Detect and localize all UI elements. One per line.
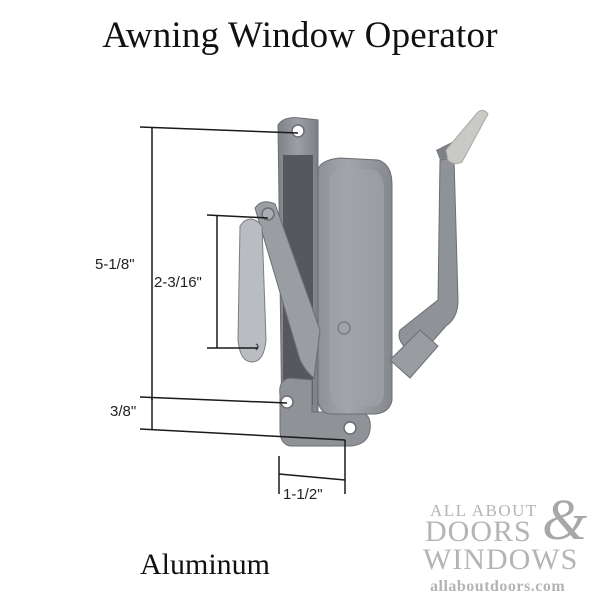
logo-line-all-about: ALL ABOUT [430, 501, 538, 520]
logo-ampersand: & [542, 487, 588, 552]
dimension-lines [139, 126, 346, 494]
crank-knob [445, 109, 489, 165]
operator-illustration [237, 109, 489, 447]
material-label: Aluminum [140, 548, 271, 581]
dimension-bottom-hole-offset: 3/8" [110, 403, 137, 420]
product-title: Awning Window Operator [102, 15, 498, 56]
dimension-arm-hole-spacing: 2-3/16" [154, 274, 202, 291]
dimension-base-width: 1-1/2" [283, 486, 323, 503]
dimension-overall-height: 5-1/8" [95, 256, 135, 273]
logo-line-doors: DOORS [425, 515, 532, 548]
top-mounting-hole [291, 124, 305, 138]
logo-line-windows: WINDOWS [423, 543, 579, 576]
bottom-right-hole [343, 421, 357, 435]
bottom-left-hole [280, 395, 294, 409]
logo-website: allaboutdoors.com [430, 578, 566, 595]
arm-pivot [261, 207, 275, 221]
